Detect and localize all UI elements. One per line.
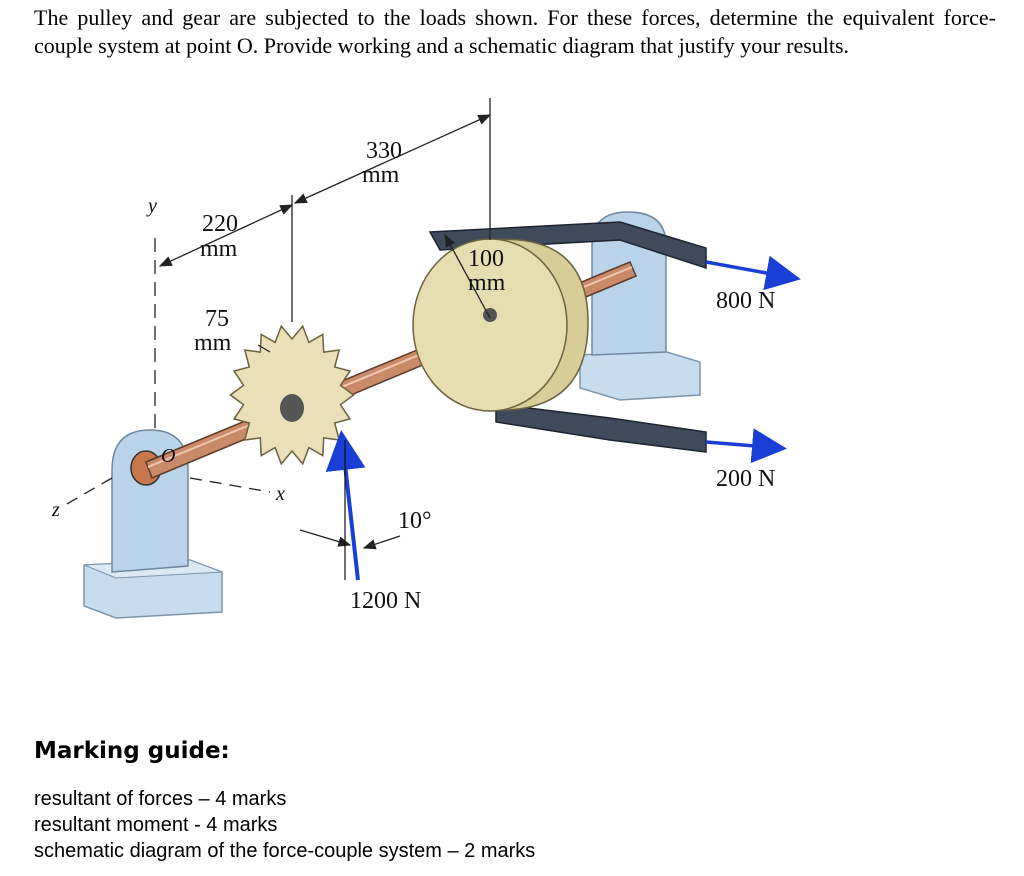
gear (229, 324, 355, 466)
dimension-lines (59, 98, 492, 550)
question-text: The pulley and gear are subjected to the… (34, 5, 996, 58)
angle-label: 10° (398, 508, 432, 534)
dim-75-value: 75 (205, 306, 229, 332)
marking-guide-list: resultant of forces – 4 marks resultant … (34, 786, 535, 864)
force-1200-label: 1200 N (350, 588, 421, 614)
dim-100-value: 100 (468, 246, 504, 272)
point-o-label: O (161, 445, 175, 467)
dim-330-value: 330 (366, 138, 402, 164)
force-arrows (325, 255, 801, 581)
dim-220-unit: mm (200, 236, 238, 262)
dim-220-value: 220 (202, 211, 238, 237)
pulley-gear-diagram: 330 mm 220 mm 75 mm 100 mm 800 N 200 N 1… (51, 98, 801, 619)
force-800-label: 800 N (716, 288, 775, 314)
marking-guide-title: Marking guide: (34, 738, 230, 764)
guide-item: schematic diagram of the force-couple sy… (34, 840, 536, 862)
dim-75-unit: mm (194, 330, 232, 356)
axis-z-label: z (51, 499, 60, 521)
guide-item: resultant of forces – 4 marks (34, 788, 287, 810)
axis-x-label: x (275, 483, 285, 505)
dim-330-unit: mm (362, 162, 400, 188)
pulley (412, 238, 589, 412)
belt (428, 221, 707, 453)
guide-item: resultant moment - 4 marks (34, 814, 278, 836)
axis-y-label: y (146, 195, 157, 217)
force-200-label: 200 N (716, 466, 775, 492)
force-200-arrow (705, 428, 787, 464)
dim-100-unit: mm (468, 270, 506, 296)
force-800-arrow (705, 255, 801, 291)
